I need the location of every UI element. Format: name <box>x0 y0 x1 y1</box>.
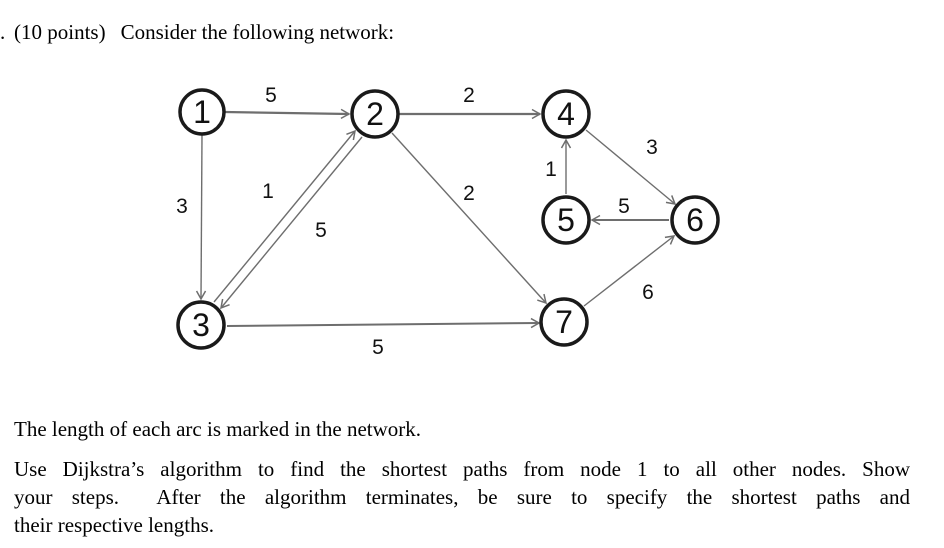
edge-weight-2-7: 2 <box>463 182 475 205</box>
node-label-1: 1 <box>193 94 211 130</box>
node-label-7: 7 <box>555 304 573 340</box>
edge-weight-4-6: 3 <box>646 136 658 159</box>
instructions-line-1: Use Dijkstra’s algorithm to find the sho… <box>14 457 910 481</box>
node-label-6: 6 <box>686 202 704 238</box>
node-label-4: 4 <box>557 96 575 132</box>
node-6 <box>670 195 720 245</box>
instructions-line-2: your steps. After the algorithm terminat… <box>14 485 910 509</box>
prompt-text: Consider the following network: <box>120 20 395 44</box>
instructions-line-3: their respective lengths. <box>14 513 215 537</box>
edge-1-2 <box>224 108 351 120</box>
node-7 <box>539 297 589 347</box>
node-5 <box>541 195 591 245</box>
instructions-paragraph: Use Dijkstra’s algorithm to find the sho… <box>14 455 910 539</box>
edge-1-3 <box>195 134 207 301</box>
node-2 <box>350 89 400 139</box>
edge-weight-3-7: 5 <box>372 336 384 359</box>
edge-2-3 <box>220 136 363 310</box>
node-label-5: 5 <box>557 202 575 238</box>
node-4 <box>541 89 591 139</box>
list-marker: . <box>0 20 6 44</box>
edge-weight-1-2: 5 <box>265 84 277 107</box>
problem-header: . (10 points) Consider the following netwo… <box>0 17 394 47</box>
arc-note: The length of each arc is marked in the … <box>14 417 422 441</box>
node-1 <box>178 88 226 136</box>
node-label-3: 3 <box>192 307 210 343</box>
edge-7-6 <box>583 235 676 307</box>
edge-weight-6-5: 5 <box>618 195 630 218</box>
edge-weight-2-4: 2 <box>463 84 475 107</box>
edge-3-7 <box>226 317 541 329</box>
edge-4-6 <box>585 129 677 205</box>
edge-weight-1-3: 3 <box>176 195 188 218</box>
node-label-2: 2 <box>366 96 384 132</box>
edge-3-2 <box>213 129 356 303</box>
points-label: (10 points) <box>14 20 106 44</box>
edge-weight-7-6: 6 <box>642 281 654 304</box>
edge-2-7 <box>391 132 548 305</box>
edge-weight-3-2: 1 <box>262 180 274 203</box>
edge-weight-5-4: 1 <box>545 158 557 181</box>
edge-weight-2-3: 5 <box>315 219 327 242</box>
node-3 <box>176 300 226 350</box>
